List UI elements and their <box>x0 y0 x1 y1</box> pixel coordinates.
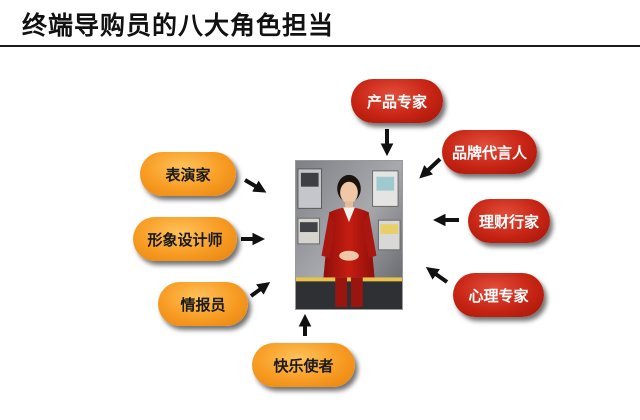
title-underline <box>0 45 640 47</box>
role-product-expert: 产品专家 <box>351 79 443 123</box>
arrow-from-brand-spokesperson <box>419 157 442 179</box>
role-image-designer: 形象设计师 <box>133 217 237 261</box>
role-happiness-messenger: 快乐使者 <box>252 343 355 387</box>
page-title: 终端导购员的八大角色担当 <box>22 11 335 40</box>
role-brand-spokesperson: 品牌代言人 <box>442 130 537 174</box>
role-financial-manager: 理财行家 <box>468 199 550 243</box>
sales-associate-photo <box>295 160 403 310</box>
role-intelligence-officer: 情报员 <box>158 282 248 326</box>
arrow-from-intelligence-officer <box>249 281 271 298</box>
role-psychology-expert: 心理专家 <box>453 273 544 317</box>
arrow-from-performer <box>243 178 267 193</box>
role-performer: 表演家 <box>140 152 236 196</box>
arrow-from-psychology-expert <box>425 267 449 284</box>
